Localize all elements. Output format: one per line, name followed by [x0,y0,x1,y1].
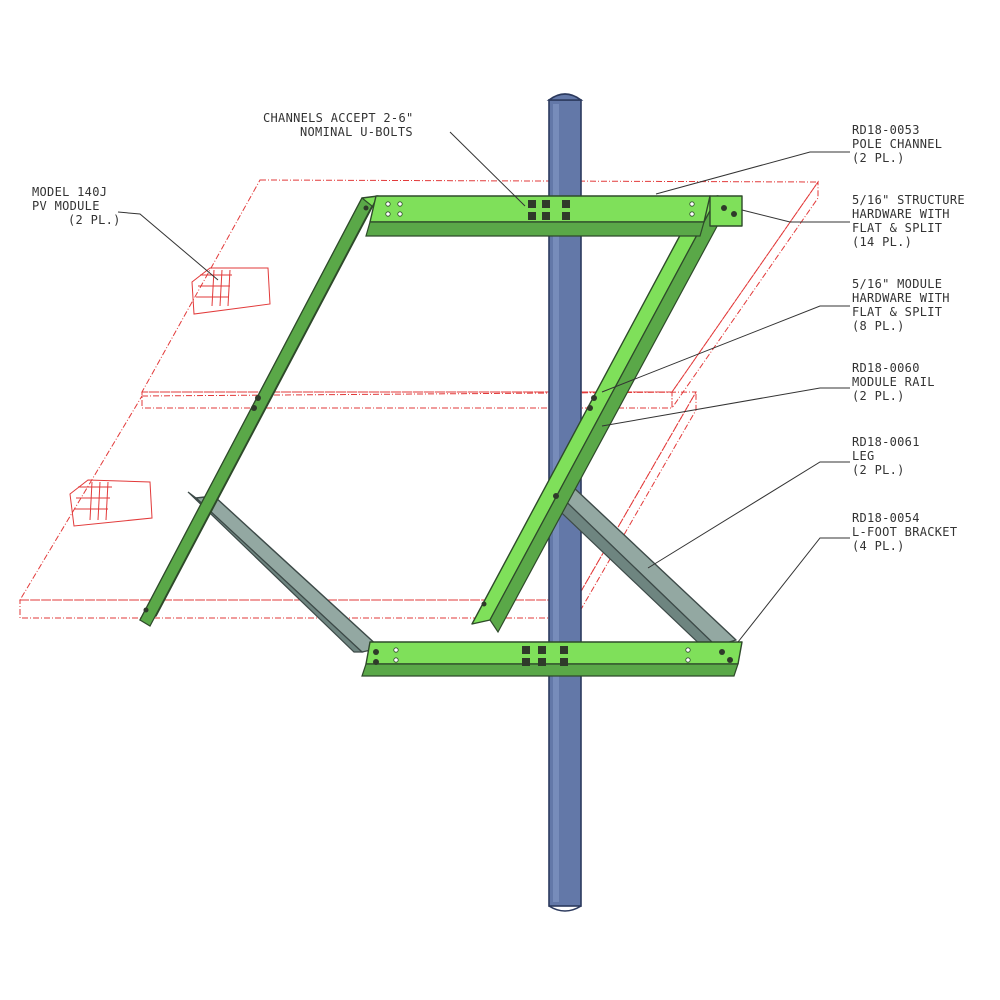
pole-channel-upper [365,195,743,237]
label-channels-line1: CHANNELS ACCEPT 2-6" [263,111,414,125]
label-module-rail-line3: (2 PL.) [852,389,905,403]
label-pole-channel: RD18-0053 POLE CHANNEL (2 PL.) [852,123,942,165]
label-pole-channel-line3: (2 PL.) [852,151,905,165]
label-channels-line2: NOMINAL U-BOLTS [300,125,413,139]
junction-box-upper [191,267,271,315]
label-leg-line2: LEG [852,449,875,463]
label-lfoot-bracket: RD18-0054 L-FOOT BRACKET (4 PL.) [852,511,957,553]
label-model-pv-line3: (2 PL.) [68,213,121,227]
label-structure-hw-line4: (14 PL.) [852,235,912,249]
label-module-hw-line4: (8 PL.) [852,319,905,333]
junction-box-lower [69,479,153,527]
pv-module-upper [141,179,819,410]
label-lfoot-line1: RD18-0054 [852,511,920,525]
label-leg: RD18-0061 LEG (2 PL.) [852,435,920,477]
label-lfoot-line2: L-FOOT BRACKET [852,525,957,539]
label-module-rail: RD18-0060 MODULE RAIL (2 PL.) [852,361,935,403]
label-structure-hw-line3: FLAT & SPLIT [852,221,942,235]
leader-lines [117,131,850,643]
label-module-rail-line1: RD18-0060 [852,361,920,375]
label-module-hw-line2: HARDWARE WITH [852,291,950,305]
label-structure-hardware: 5/16" STRUCTURE HARDWARE WITH FLAT & SPL… [852,193,965,249]
label-leg-line1: RD18-0061 [852,435,920,449]
label-model-pv-line2: PV MODULE [32,199,100,213]
label-model-pv-line1: MODEL 140J [32,185,107,199]
label-channels: CHANNELS ACCEPT 2-6" NOMINAL U-BOLTS [263,111,414,139]
label-structure-hw-line2: HARDWARE WITH [852,207,950,221]
label-module-hw-line3: FLAT & SPLIT [852,305,942,319]
label-leg-line3: (2 PL.) [852,463,905,477]
label-structure-hw-line1: 5/16" STRUCTURE [852,193,965,207]
label-pole-channel-line2: POLE CHANNEL [852,137,942,151]
label-lfoot-line3: (4 PL.) [852,539,905,553]
module-rail-right [471,195,729,634]
leg-left [187,491,381,653]
module-rail-left [139,195,379,627]
pole-channel-lower [361,641,743,677]
label-model-pv: MODEL 140J PV MODULE (2 PL.) [32,185,121,227]
label-pole-channel-line1: RD18-0053 [852,123,920,137]
label-module-hw-line1: 5/16" MODULE [852,277,942,291]
label-module-hardware: 5/16" MODULE HARDWARE WITH FLAT & SPLIT … [852,277,950,333]
label-module-rail-line2: MODULE RAIL [852,375,935,389]
